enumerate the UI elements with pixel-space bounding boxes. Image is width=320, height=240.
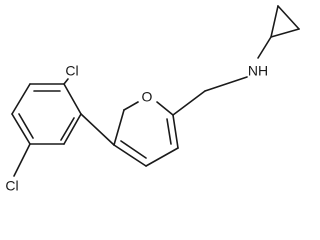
dichlorophenyl-ring: [11, 83, 82, 145]
bond: [63, 83, 82, 115]
bond: [11, 113, 31, 145]
chlorine-bottom-label: Cl: [5, 178, 18, 194]
bond-amine-cyclopropyl: [257, 36, 272, 59]
bond: [277, 5, 300, 30]
double-bond-inner: [166, 118, 172, 145]
double-bond-inner: [120, 140, 147, 159]
furan-oxygen-label: O: [142, 89, 153, 105]
bond: [270, 28, 300, 38]
bond: [63, 113, 82, 145]
bond: [11, 83, 31, 115]
bond-to-chlorine-top: [63, 78, 69, 85]
double-bond-inner: [18, 113, 34, 139]
molecule-drawing: Cl Cl O NH: [5, 5, 300, 194]
chlorine-top-label: Cl: [65, 63, 78, 79]
bond: [113, 109, 125, 146]
bond: [156, 101, 174, 116]
bond-methylene-amine: [204, 76, 248, 92]
cyclopropyl-ring: [257, 5, 300, 59]
amine-label: NH: [248, 63, 268, 79]
bond: [270, 5, 279, 38]
bond: [145, 147, 179, 167]
bond: [113, 144, 147, 167]
bond: [123, 101, 139, 111]
bond-aryl-furan: [80, 113, 115, 146]
bond-furan-methylene: [172, 90, 206, 116]
bond: [172, 114, 179, 149]
bond-to-chlorine-bottom: [13, 143, 31, 177]
double-bond-inner: [60, 117, 75, 141]
furan-ring: [113, 101, 179, 167]
structure-diagram: Cl Cl O NH: [5, 5, 300, 194]
